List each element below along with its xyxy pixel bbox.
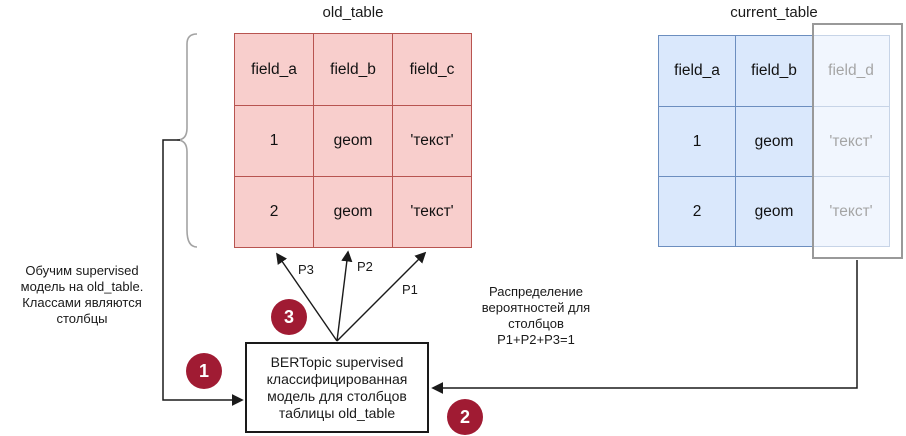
table-cell: 'текст' [392,176,472,248]
model-box-line: модель для столбцов [267,387,407,404]
arrow-p1 [336,251,427,342]
table-cell: 1 [658,106,736,177]
step-badge-3: 3 [271,299,307,335]
current-table-header-field-b: field_b [735,35,813,107]
table-cell: geom [313,176,393,248]
table-cell: 2 [658,176,736,247]
left-note-line: Обучим supervised [25,263,139,278]
left-note-line: столбцы [56,311,108,326]
right-note-line: столбцов [508,316,564,331]
old-table-row-1: 1 geom 'текст' [234,105,472,177]
old-table-title: old_table [322,4,384,21]
left-note-line: модель на old_table. [20,279,144,294]
arrow-label-p2: P2 [357,259,373,274]
old-table-row-2: 2 geom 'текст' [234,176,472,248]
field-d-highlight-frame [812,23,903,259]
right-note-line: Распределение [488,284,584,299]
table-cell: geom [735,176,813,247]
table-cell: 2 [234,176,314,248]
arrow-label-p3: P3 [298,262,314,277]
current-table-header-field-a: field_a [658,35,736,107]
old-table-header-field-b: field_b [313,33,393,106]
old-table-header-field-a: field_a [234,33,314,106]
step-badge-2: 2 [447,399,483,435]
arrow-p2 [336,250,353,342]
current-table-title: current_table [730,4,818,21]
right-note-line: P1+P2+P3=1 [497,332,575,347]
table-cell: geom [735,106,813,177]
table-cell: geom [313,105,393,177]
model-box-line: таблицы old_table [278,404,396,421]
right-note-line: вероятностей для [481,300,591,315]
old-table-header-row: field_a field_b field_c [234,33,472,106]
model-box-line: BERTopic supervised [270,353,404,370]
table-cell: 1 [234,105,314,177]
step-badge-1: 1 [186,353,222,389]
old-table: field_a field_b field_c 1 geom 'текст' 2… [234,33,472,248]
curly-brace [176,33,198,248]
model-box: BERTopic supervised классифицированная м… [245,342,429,433]
left-note-line: Классами являются [22,295,142,310]
table-cell: 'текст' [392,105,472,177]
model-box-line: классифицированная [266,370,408,387]
arrow-label-p1: P1 [402,282,418,297]
left-note: Обучим supervised модель на old_table. К… [6,263,158,327]
old-table-header-field-c: field_c [392,33,472,106]
right-note: Распределение вероятностей для столбцов … [458,284,614,348]
